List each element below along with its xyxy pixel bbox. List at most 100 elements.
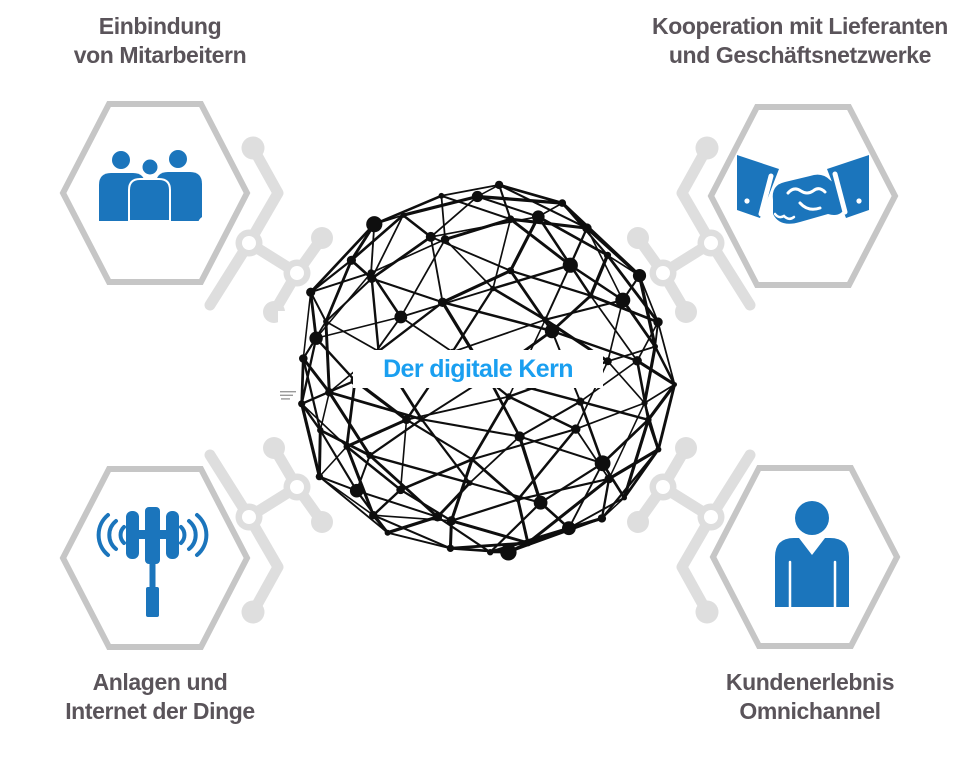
network-node [655, 446, 662, 453]
network-edge [309, 291, 327, 322]
network-edge [318, 475, 374, 516]
network-node [317, 427, 324, 434]
network-edge [510, 217, 588, 230]
network-edge [643, 346, 657, 404]
network-node [437, 297, 448, 307]
network-node [490, 285, 496, 292]
network-node [298, 400, 306, 408]
network-edge [451, 287, 494, 353]
network-edge [621, 299, 657, 348]
network-node [562, 521, 576, 536]
network-node [542, 316, 549, 323]
network-edge [637, 275, 657, 347]
network-edge [324, 259, 353, 323]
customer-person-icon [775, 501, 849, 609]
network-node [432, 512, 443, 522]
network-node [325, 388, 334, 397]
network-node [367, 269, 375, 277]
network-node [343, 443, 351, 450]
network-edge [309, 223, 376, 294]
network-edge [346, 445, 402, 491]
network-edge [579, 400, 649, 421]
network-edge [561, 202, 588, 230]
network-edge [369, 418, 423, 457]
network-edge [377, 301, 444, 353]
network-node [582, 223, 592, 233]
network-edge [318, 445, 348, 478]
network-node [323, 318, 329, 325]
network-edge [369, 454, 471, 485]
network-edge [589, 254, 610, 297]
network-edge [436, 516, 491, 554]
network-node [603, 251, 612, 259]
network-edge [510, 269, 592, 297]
network-node [440, 235, 450, 244]
network-edge [489, 501, 542, 553]
network-edge [653, 346, 676, 386]
network-edge [325, 277, 373, 323]
network-edge [372, 488, 402, 517]
network-edge [302, 358, 322, 431]
network-edge [370, 224, 376, 273]
network-edge [537, 215, 592, 297]
network-edge [451, 498, 519, 522]
network-edge [469, 481, 541, 504]
network-edge [551, 329, 638, 362]
network-edge [498, 183, 588, 230]
network-edge [345, 380, 357, 447]
network-edge [638, 275, 659, 323]
network-edge [309, 292, 318, 339]
network-edge [516, 428, 577, 501]
network-node [615, 292, 631, 308]
network-edge [356, 489, 438, 518]
network-node [394, 310, 408, 324]
network-node [632, 269, 647, 283]
network-node [446, 544, 455, 552]
label-top-left: Einbindung von Mitarbeitern [0, 12, 320, 70]
network-edge [441, 269, 512, 304]
network-node [425, 231, 436, 242]
network-node [384, 529, 391, 536]
label-bottom-left-line2: Internet der Dinge [65, 698, 255, 724]
network-edge [575, 402, 645, 430]
network-node [571, 424, 581, 434]
network-node [505, 393, 513, 400]
network-edge [635, 360, 650, 421]
network-edge [509, 215, 540, 272]
network-node [400, 212, 406, 218]
network-edge [400, 316, 453, 353]
network-edge [402, 214, 432, 238]
label-top-right: Kooperation mit Lieferanten und Geschäft… [640, 12, 960, 70]
network-edge [370, 278, 380, 352]
network-edge [517, 477, 610, 501]
network-node [576, 397, 585, 406]
network-node [587, 292, 594, 299]
network-edge [402, 194, 478, 217]
network-node [500, 544, 517, 561]
network-node [349, 483, 364, 498]
network-node [532, 210, 545, 223]
label-bottom-right-line1: Kundenerlebnis [725, 669, 895, 695]
network-node [402, 415, 411, 425]
network-node [632, 356, 642, 366]
network-node [466, 480, 473, 486]
network-edge [301, 403, 348, 448]
network-node [419, 416, 425, 422]
network-node [506, 267, 515, 275]
network-edge [300, 403, 322, 431]
network-edge [590, 294, 659, 324]
network-edge [405, 418, 473, 461]
network-node [306, 287, 316, 297]
network-node [524, 539, 532, 547]
network-edge [544, 264, 572, 321]
network-edge [526, 477, 610, 545]
network-node [652, 343, 658, 350]
network-edge [436, 482, 471, 518]
employees-group-icon [99, 150, 214, 232]
network-edge [370, 214, 404, 279]
network-edge [492, 218, 512, 289]
label-bottom-left: Anlagen und Internet der Dinge [0, 668, 320, 726]
network-node [604, 474, 614, 484]
network-edge [477, 194, 563, 205]
